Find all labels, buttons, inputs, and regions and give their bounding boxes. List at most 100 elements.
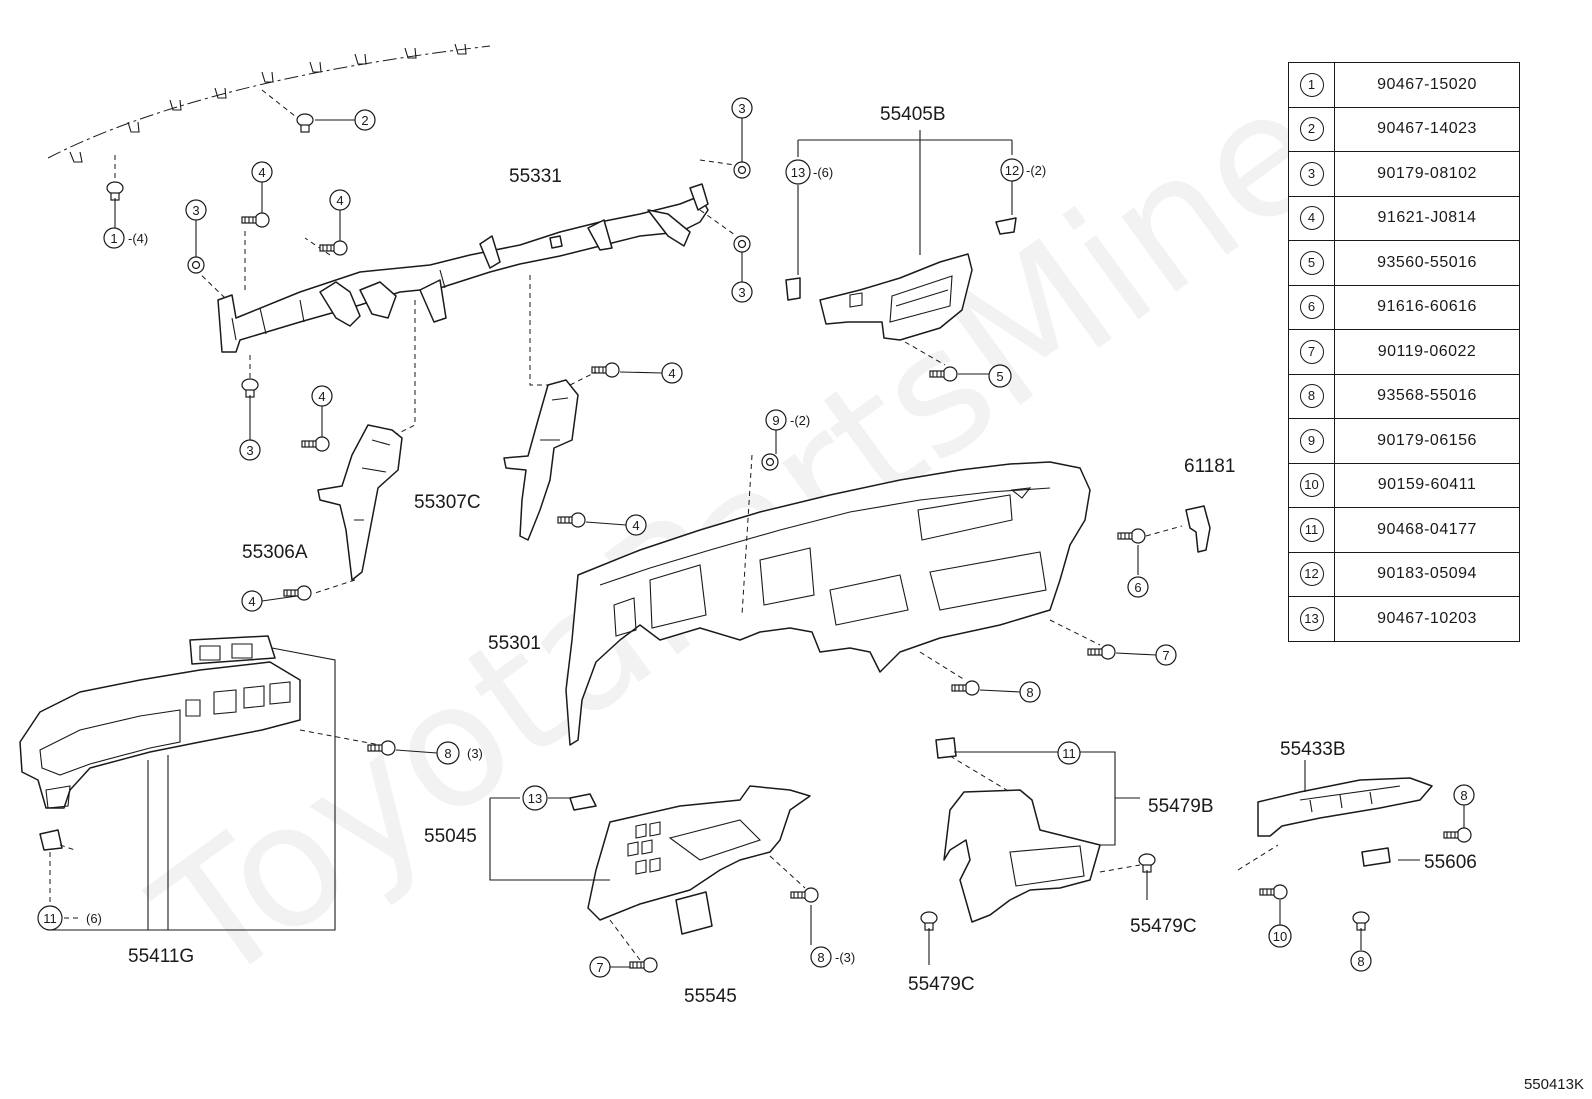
callout-9: 9 -(2) — [765, 409, 810, 431]
svg-text:7: 7 — [1162, 648, 1169, 663]
legend-ref-number: 12 — [1299, 562, 1324, 587]
windshield-edge — [47, 43, 491, 163]
callout-7: 7 — [1155, 644, 1177, 666]
cover-55479b — [935, 737, 1101, 923]
svg-text:-(2): -(2) — [790, 413, 810, 428]
callout-8: 8 — [1453, 784, 1475, 806]
callout-12: 12 -(2) — [1000, 158, 1046, 182]
diagram-code: 550413K — [1523, 1076, 1584, 1093]
legend-ref-number: 2 — [1299, 117, 1324, 142]
callout-6: 6 — [1127, 576, 1149, 598]
callout-10: 10 — [1268, 924, 1292, 948]
legend-row: 11 90468-04177 — [1288, 507, 1520, 553]
svg-text:(3): (3) — [467, 746, 483, 761]
callout-1: 1 -(4) — [103, 227, 148, 249]
legend-ref-number: 1 — [1299, 72, 1324, 97]
callout-5: 5 — [988, 364, 1012, 388]
svg-text:3: 3 — [246, 443, 253, 458]
legend-part-number: 90467-10203 — [1334, 596, 1520, 642]
garnish-55433b — [1257, 777, 1433, 867]
callout-8: 8 -(3) — [810, 946, 855, 968]
instrument-panel-reinforcement — [217, 183, 709, 353]
part-label-55306a: 55306A — [242, 542, 308, 563]
cover-55045 — [569, 785, 811, 921]
legend-ref-number: 3 — [1299, 161, 1324, 186]
legend-ref-number: 8 — [1299, 384, 1324, 409]
legend-ref-number: 9 — [1299, 428, 1324, 453]
svg-text:-(6): -(6) — [813, 165, 833, 180]
legend-part-number: 90468-04177 — [1334, 507, 1520, 553]
part-label-55433b: 55433B — [1280, 739, 1346, 760]
part-label-55479c: 55479C — [908, 974, 975, 995]
callout-3: 3 — [239, 439, 261, 461]
svg-text:4: 4 — [318, 389, 325, 404]
svg-text:-(4): -(4) — [128, 231, 148, 246]
legend-part-number: 90159-60411 — [1334, 462, 1520, 508]
svg-text:6: 6 — [1134, 580, 1141, 595]
svg-text:9: 9 — [772, 413, 779, 428]
callout-7: 7 — [589, 956, 611, 978]
callout-11: 11 (6) — [37, 905, 102, 931]
part-label-55479b: 55479B — [1148, 796, 1214, 817]
part-label-55307c: 55307C — [414, 492, 481, 513]
svg-text:3: 3 — [738, 285, 745, 300]
callout-4: 4 — [625, 514, 647, 536]
part-label-55479c: 55479C — [1130, 916, 1197, 937]
part-label-55545: 55545 — [684, 986, 737, 1007]
callout-13: 13 -(6) — [785, 159, 833, 185]
part-label-55045: 55045 — [424, 826, 477, 847]
svg-text:4: 4 — [668, 366, 675, 381]
callout-8: 8 (3) — [436, 741, 483, 765]
svg-text:13: 13 — [528, 791, 542, 806]
svg-text:13: 13 — [791, 165, 805, 180]
legend-part-number: 90179-06156 — [1334, 418, 1520, 464]
callout-11: 11 — [1057, 741, 1081, 765]
svg-text:-(3): -(3) — [835, 950, 855, 965]
legend-part-number: 90119-06022 — [1334, 329, 1520, 375]
svg-text:7: 7 — [596, 960, 603, 975]
part-label-55405b: 55405B — [880, 104, 946, 125]
callout-3: 3 — [185, 199, 207, 221]
svg-text:11: 11 — [1062, 746, 1076, 761]
instrument-panel-55301 — [565, 461, 1091, 746]
svg-text:8: 8 — [1460, 788, 1467, 803]
legend-row: 10 90159-60411 — [1288, 462, 1520, 508]
part-label-61181: 61181 — [1184, 456, 1235, 477]
legend-row: 13 90467-10203 — [1288, 596, 1520, 642]
svg-text:5: 5 — [996, 369, 1003, 384]
legend-part-number: 93560-55016 — [1334, 240, 1520, 286]
clip-2-part — [261, 89, 355, 133]
legend-ref-number: 13 — [1299, 606, 1324, 631]
svg-text:4: 4 — [336, 193, 343, 208]
callout-4: 4 — [329, 189, 351, 211]
part-label-55301: 55301 — [488, 633, 541, 654]
svg-text:3: 3 — [192, 203, 199, 218]
callout-4: 4 — [241, 590, 263, 612]
legend-ref-number: 11 — [1299, 517, 1324, 542]
legend-part-number: 91616-60616 — [1334, 284, 1520, 330]
svg-text:4: 4 — [632, 518, 639, 533]
part-label-55606: 55606 — [1424, 852, 1477, 873]
brace-55307c — [503, 379, 579, 541]
legend-ref-number: 5 — [1299, 250, 1324, 275]
svg-text:3: 3 — [738, 101, 745, 116]
svg-text:8: 8 — [1357, 954, 1364, 969]
legend-ref-number: 10 — [1299, 473, 1324, 498]
callout-8: 8 — [1350, 950, 1372, 972]
legend-row: 9 90179-06156 — [1288, 418, 1520, 464]
svg-text:10: 10 — [1273, 929, 1287, 944]
callout-4: 4 — [251, 161, 273, 183]
legend-part-number: 90467-14023 — [1334, 106, 1520, 152]
legend-row: 2 90467-14023 — [1288, 106, 1520, 152]
bracket-55405b — [785, 217, 1017, 341]
svg-text:8: 8 — [1026, 685, 1033, 700]
part-label-55331: 55331 — [509, 166, 562, 187]
brace-55306a — [317, 424, 403, 581]
